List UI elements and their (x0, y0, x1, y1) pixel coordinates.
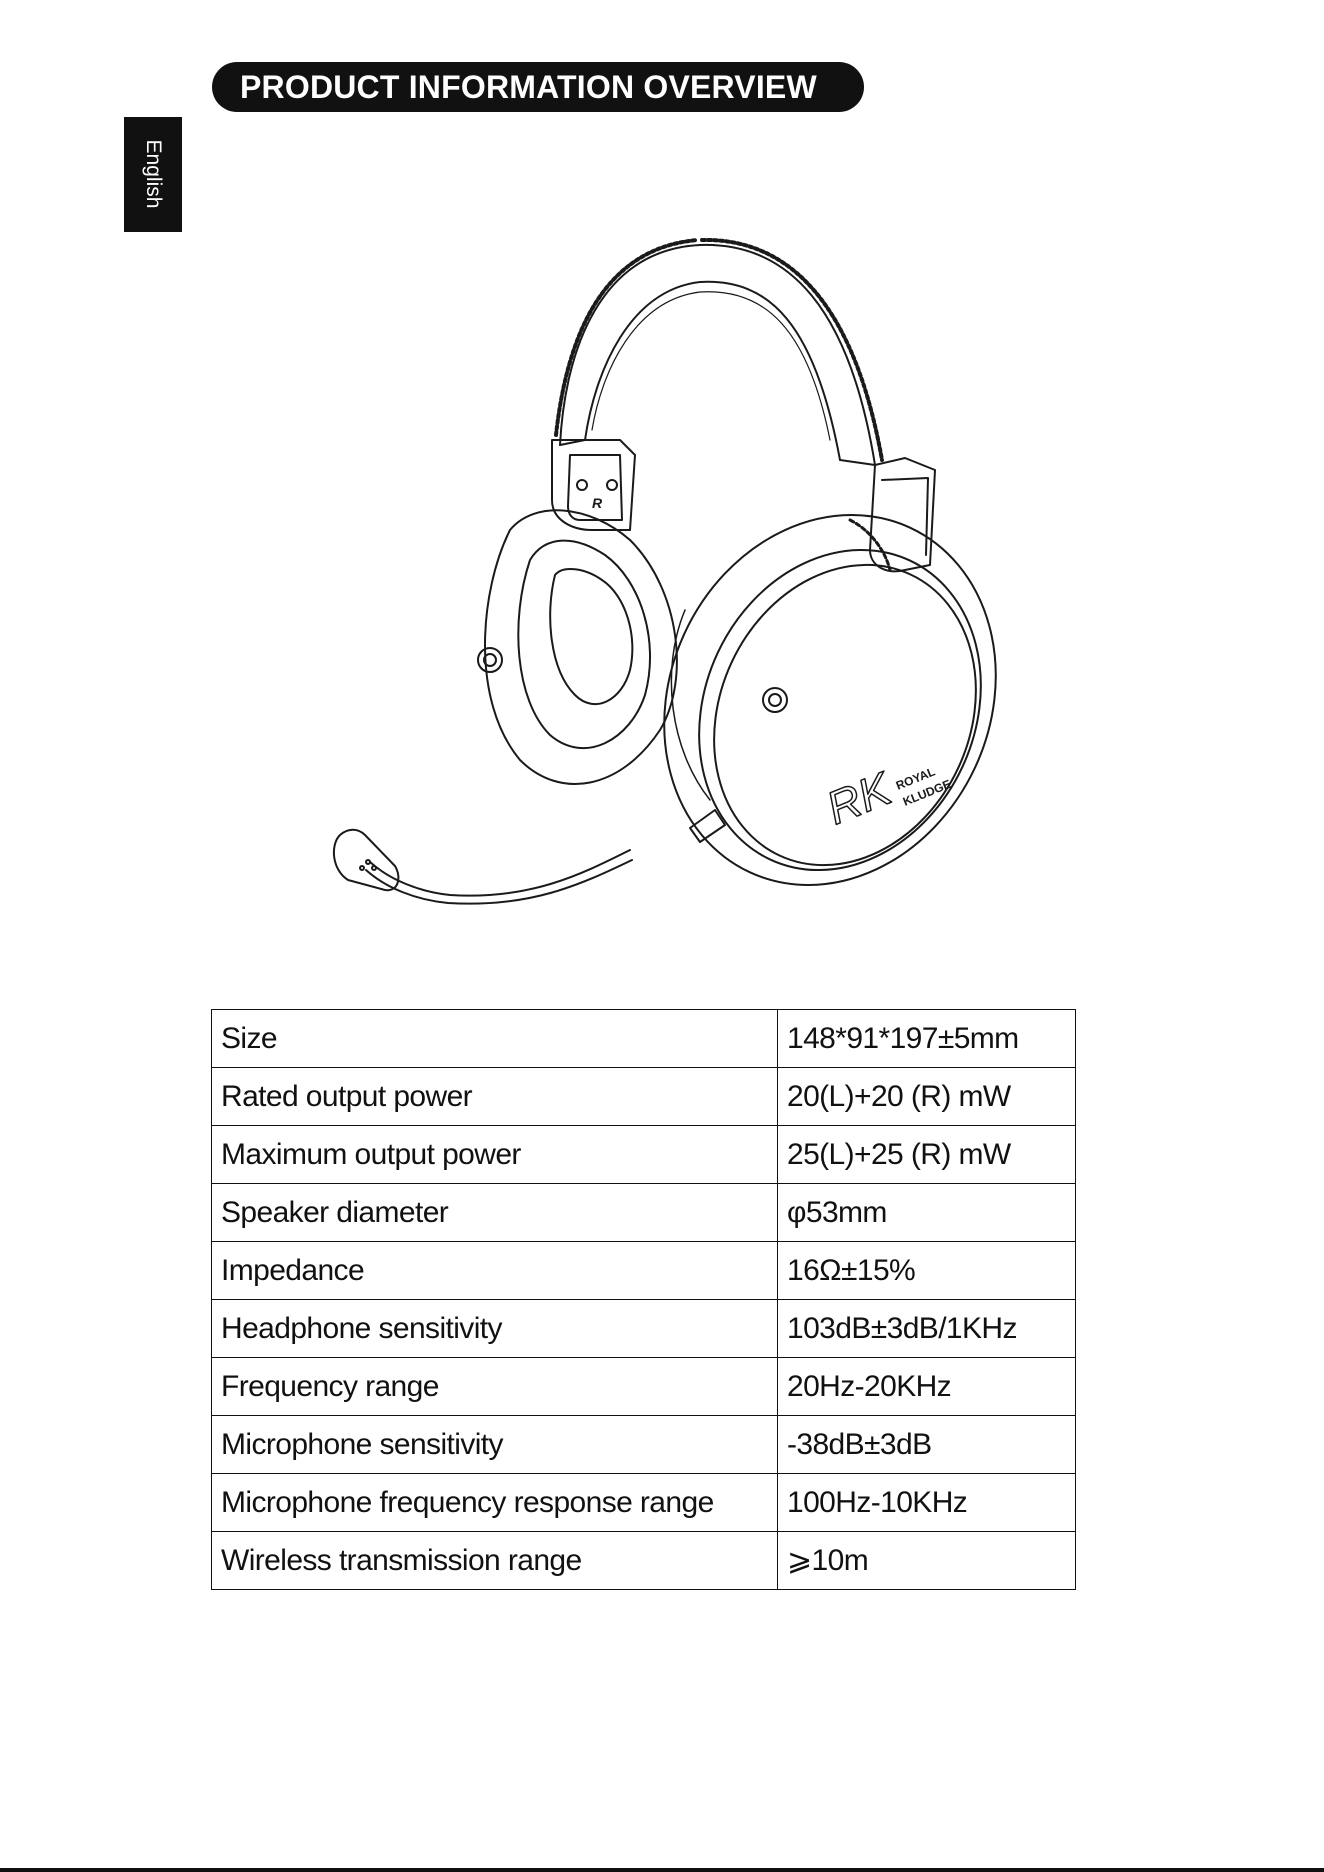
spec-param-cell: Headphone sensitivity (211, 1299, 778, 1358)
headset-illustration: R RK ROYAL KLUDGE (332, 237, 997, 905)
microphone-boom (332, 809, 726, 905)
table-row: Speaker diameter φ53mm (211, 1183, 1076, 1242)
spec-value-cell: 16Ω±15% (777, 1241, 1076, 1300)
spec-param-cell: Rated output power (211, 1067, 778, 1126)
spec-value-cell: ⩾10m (777, 1531, 1076, 1590)
table-row: Headphone sensitivity 103dB±3dB/1KHz (211, 1299, 1076, 1358)
headband (554, 237, 884, 466)
spec-value-cell: 20(L)+20 (R) mW (777, 1067, 1076, 1126)
earcup-front (663, 514, 997, 886)
specifications-table: Size 148*91*197±5mm Rated output power 2… (211, 1009, 1076, 1590)
spec-param-cell: Microphone frequency response range (211, 1473, 778, 1532)
spec-param-cell: Size (211, 1009, 778, 1068)
spec-param-cell: Speaker diameter (211, 1183, 778, 1242)
spec-value-cell: 20Hz-20KHz (777, 1357, 1076, 1416)
table-row: Rated output power 20(L)+20 (R) mW (211, 1067, 1076, 1126)
table-row: Microphone sensitivity -38dB±3dB (211, 1415, 1076, 1474)
table-row: Wireless transmission range ⩾10m (211, 1531, 1076, 1590)
brand-logo-mark: RK (819, 761, 900, 834)
table-row: Frequency range 20Hz-20KHz (211, 1357, 1076, 1416)
spec-value-cell: 25(L)+25 (R) mW (777, 1125, 1076, 1184)
table-row: Maximum output power 25(L)+25 (R) mW (211, 1125, 1076, 1184)
language-tab: English (124, 117, 182, 232)
earcup-back (477, 509, 678, 785)
table-row: Microphone frequency response range 100H… (211, 1473, 1076, 1532)
earcup-marker-label: R (592, 495, 603, 511)
table-row: Size 148*91*197±5mm (211, 1009, 1076, 1068)
spec-value-cell: φ53mm (777, 1183, 1076, 1242)
table-row: Impedance 16Ω±15% (211, 1241, 1076, 1300)
spec-value-cell: 100Hz-10KHz (777, 1473, 1076, 1532)
page-title: PRODUCT INFORMATION OVERVIEW (240, 68, 817, 105)
spec-param-cell: Microphone sensitivity (211, 1415, 778, 1474)
hinge-right (869, 457, 936, 573)
spec-param-cell: Frequency range (211, 1357, 778, 1416)
spec-param-cell: Wireless transmission range (211, 1531, 778, 1590)
page-bottom-rule (0, 1868, 1324, 1872)
spec-value-cell: 148*91*197±5mm (777, 1009, 1076, 1068)
spec-param-cell: Impedance (211, 1241, 778, 1300)
section-title-banner: PRODUCT INFORMATION OVERVIEW (212, 62, 864, 112)
spec-param-cell: Maximum output power (211, 1125, 778, 1184)
hinge-left (551, 439, 636, 531)
language-label: English (142, 139, 165, 209)
spec-value-cell: 103dB±3dB/1KHz (777, 1299, 1076, 1358)
spec-value-cell: -38dB±3dB (777, 1415, 1076, 1474)
